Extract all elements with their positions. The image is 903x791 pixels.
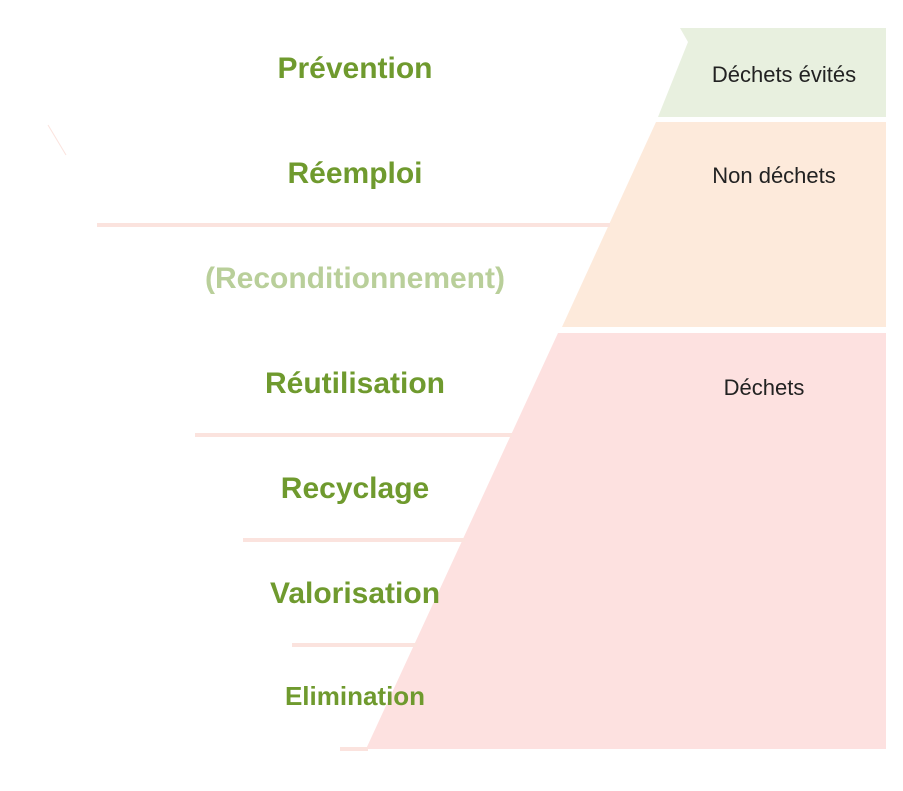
level-prevention: Prévention (277, 52, 433, 85)
band-non-waste (562, 122, 886, 327)
level-elimination: Elimination (284, 681, 426, 711)
band-waste (366, 333, 886, 749)
level-valorisation: Valorisation (269, 577, 441, 610)
level-reconditionnement: (Reconditionnement) (205, 262, 505, 295)
category-non-dechets: Non déchets (712, 163, 836, 188)
band-avoided-waste (658, 28, 886, 117)
level-recyclage: Recyclage (280, 472, 430, 505)
level-reutilisation: Réutilisation (264, 367, 445, 400)
category-dechets-evites: Déchets évités (711, 62, 857, 87)
level-edge (47, 124, 67, 156)
level-reemploi: Réemploi (287, 157, 423, 190)
category-dechets: Déchets (723, 375, 805, 400)
